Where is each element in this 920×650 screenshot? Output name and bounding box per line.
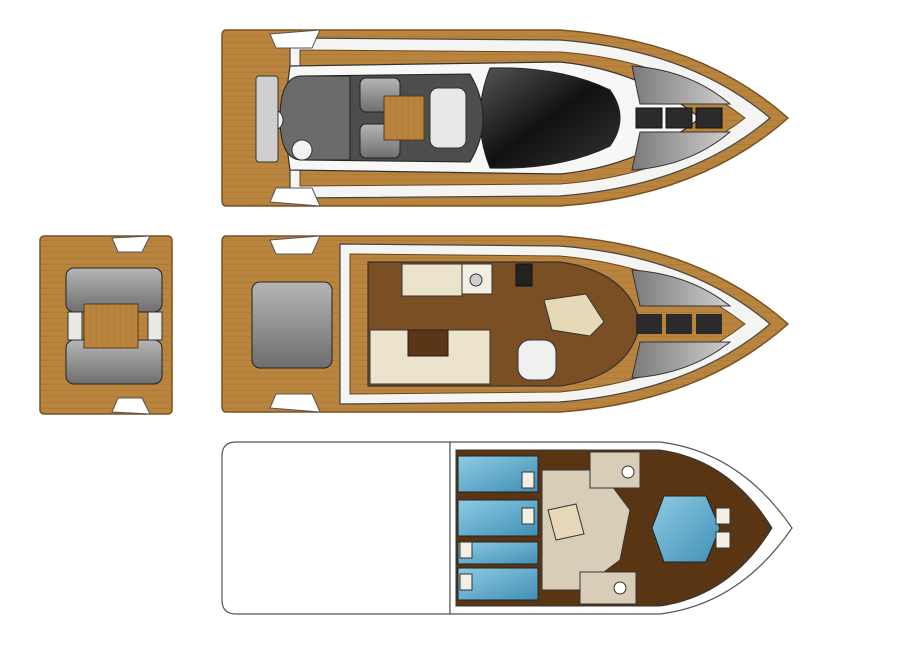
swim-step-top: [269, 29, 321, 49]
helm-seat: [517, 339, 557, 381]
lower-stairs: [547, 503, 585, 541]
cockpit-table: [83, 303, 139, 349]
pillow-3: [459, 541, 473, 559]
bow-sunpad-top: [631, 65, 732, 105]
companionway-stairs: [543, 293, 605, 337]
head-top: [589, 451, 641, 489]
forward-pillow-2: [715, 531, 731, 549]
main-deck-view: [221, 235, 790, 413]
flybridge-top-view: [221, 29, 790, 207]
bow-cushion-3: [695, 107, 723, 129]
cockpit-side-cushion-2: [147, 311, 163, 341]
saloon-table: [407, 329, 449, 357]
fridge: [515, 263, 533, 287]
main-bow-pad-bottom: [631, 341, 732, 379]
flybridge-chair-2: [291, 139, 313, 161]
helm-dash: [429, 87, 467, 149]
aft-cockpit-detail: [39, 235, 173, 415]
toilet-bottom-icon: [613, 581, 627, 595]
head-bottom: [579, 571, 637, 605]
bow-sunpad-bottom: [631, 131, 732, 171]
pillow-1: [521, 471, 535, 489]
toilet-top-icon: [621, 465, 635, 479]
main-bow-cushion-1: [636, 314, 662, 334]
main-bow-cushion-3: [696, 314, 722, 334]
cockpit-side-cushion: [67, 311, 83, 341]
pillow-2: [521, 507, 535, 525]
helm-table: [383, 95, 425, 141]
aft-berth-low: [457, 541, 539, 565]
main-step-bottom: [269, 393, 321, 413]
bow-cushion-2: [665, 107, 693, 129]
pillow-4: [459, 573, 473, 591]
galley-counter: [401, 263, 463, 297]
main-bow-cushion-2: [666, 314, 692, 334]
windscreen-glass: [479, 67, 621, 169]
forward-berth: [651, 495, 721, 563]
aft-seating: [279, 75, 351, 161]
cockpit-step-top: [111, 235, 151, 253]
bow-cushion-1: [635, 107, 663, 129]
main-step-top: [269, 235, 321, 255]
swim-step-bottom: [269, 187, 321, 207]
forward-pillow-1: [715, 507, 731, 525]
lower-deck-view: [221, 441, 793, 615]
main-cockpit-sofa: [251, 281, 333, 369]
cockpit-step-bottom: [111, 397, 151, 415]
engine-room-block: [221, 441, 451, 615]
aft-bench: [255, 75, 279, 163]
main-bow-pad-top: [631, 269, 732, 307]
sink-icon: [469, 273, 483, 287]
